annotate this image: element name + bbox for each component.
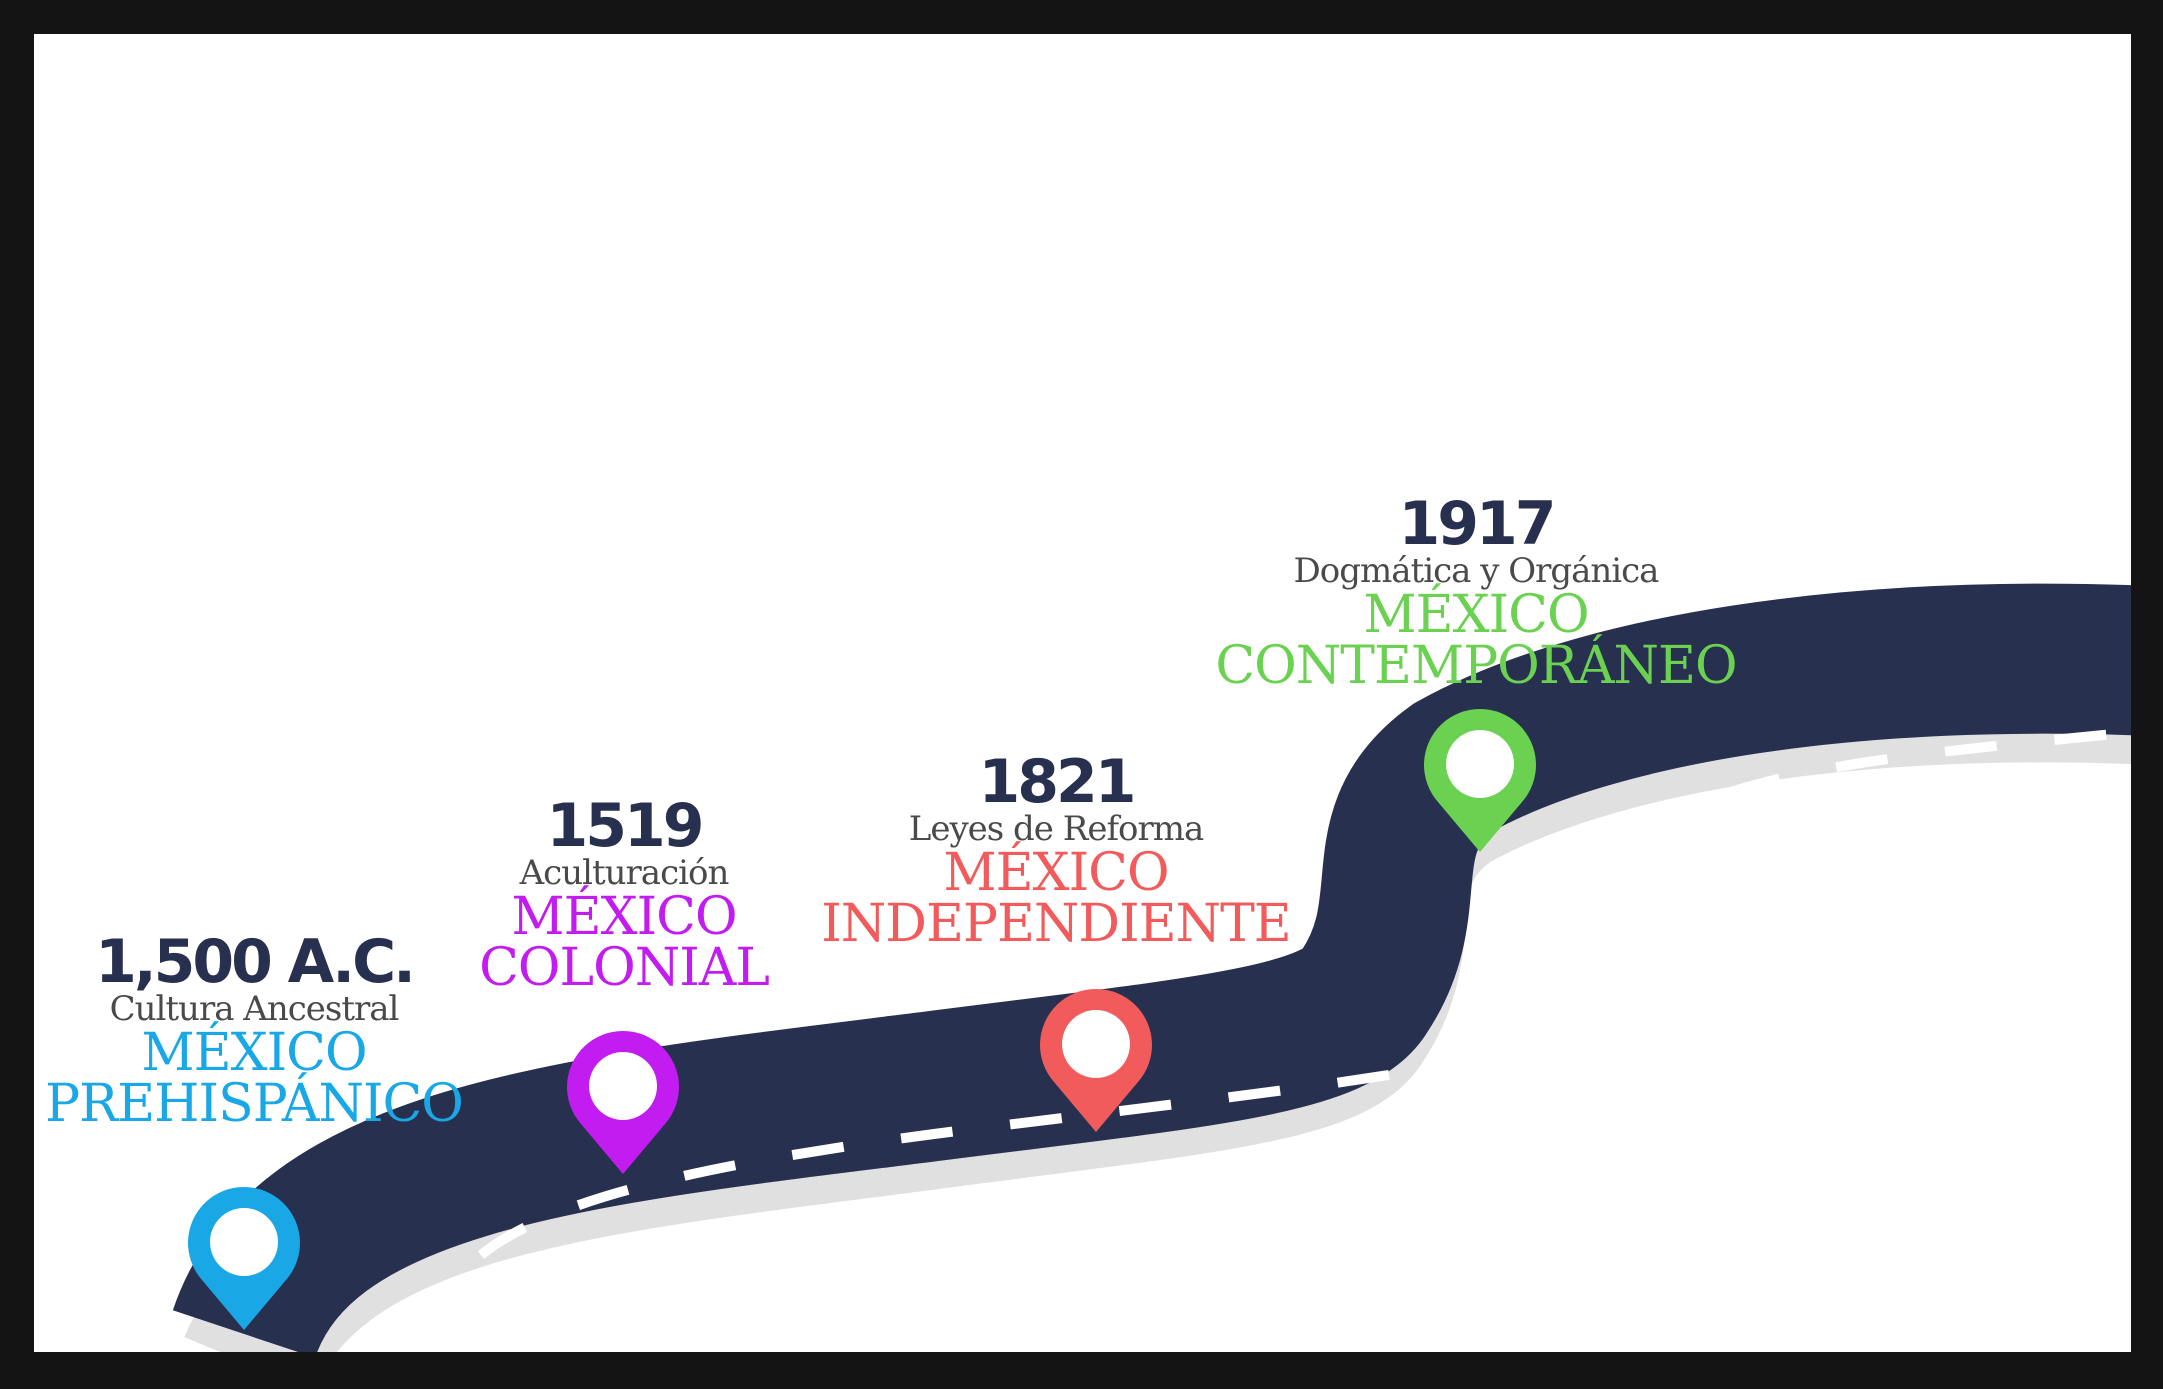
milestone-era: MÉXICO COLONIAL [479, 886, 770, 998]
era-line-1: MÉXICO [141, 1022, 367, 1083]
milestone-year: 1821 [978, 747, 1136, 817]
road-illustration [172, 583, 2131, 1352]
map-pin-icon [1040, 988, 1152, 1132]
milestone-subtitle: Leyes de Reforma [908, 809, 1205, 849]
milestone-era: MÉXICO INDEPENDIENTE [821, 842, 1291, 954]
era-line-1: MÉXICO [943, 842, 1169, 903]
era-line-2: COLONIAL [479, 937, 770, 998]
road-body [172, 583, 2131, 1352]
era-line-2: CONTEMPORÁNEO [1215, 635, 1737, 696]
milestone-subtitle: Cultura Ancestral [109, 989, 400, 1029]
era-line-2: INDEPENDIENTE [821, 893, 1291, 954]
map-pin-icon [188, 1186, 300, 1330]
milestone-prehispanico: 1,500 A.C. Cultura Ancestral MÉXICO PREH… [45, 927, 464, 1134]
timeline-canvas: 1,500 A.C. Cultura Ancestral MÉXICO PREH… [34, 34, 2131, 1352]
milestone-colonial: 1519 Aculturación MÉXICO COLONIAL [479, 791, 770, 998]
map-pin-icon [567, 1030, 679, 1174]
milestone-year: 1,500 A.C. [95, 927, 416, 997]
era-line-1: MÉXICO [1363, 584, 1589, 645]
era-line-1: MÉXICO [511, 886, 737, 947]
milestone-year: 1519 [546, 791, 705, 861]
milestone-contemporaneo: 1917 Dogmática y Orgánica MÉXICO CONTEMP… [1215, 489, 1737, 696]
era-line-2: PREHISPÁNICO [45, 1073, 464, 1134]
milestone-independiente: 1821 Leyes de Reforma MÉXICO INDEPENDIEN… [821, 747, 1291, 954]
road-center-dashes [436, 729, 2115, 1352]
map-pin-icon [1424, 708, 1536, 852]
milestone-era: MÉXICO CONTEMPORÁNEO [1215, 584, 1737, 696]
milestone-era: MÉXICO PREHISPÁNICO [45, 1022, 464, 1134]
milestone-year: 1917 [1398, 489, 1557, 559]
milestone-subtitle: Aculturación [519, 853, 730, 893]
milestone-subtitle: Dogmática y Orgánica [1293, 551, 1660, 591]
